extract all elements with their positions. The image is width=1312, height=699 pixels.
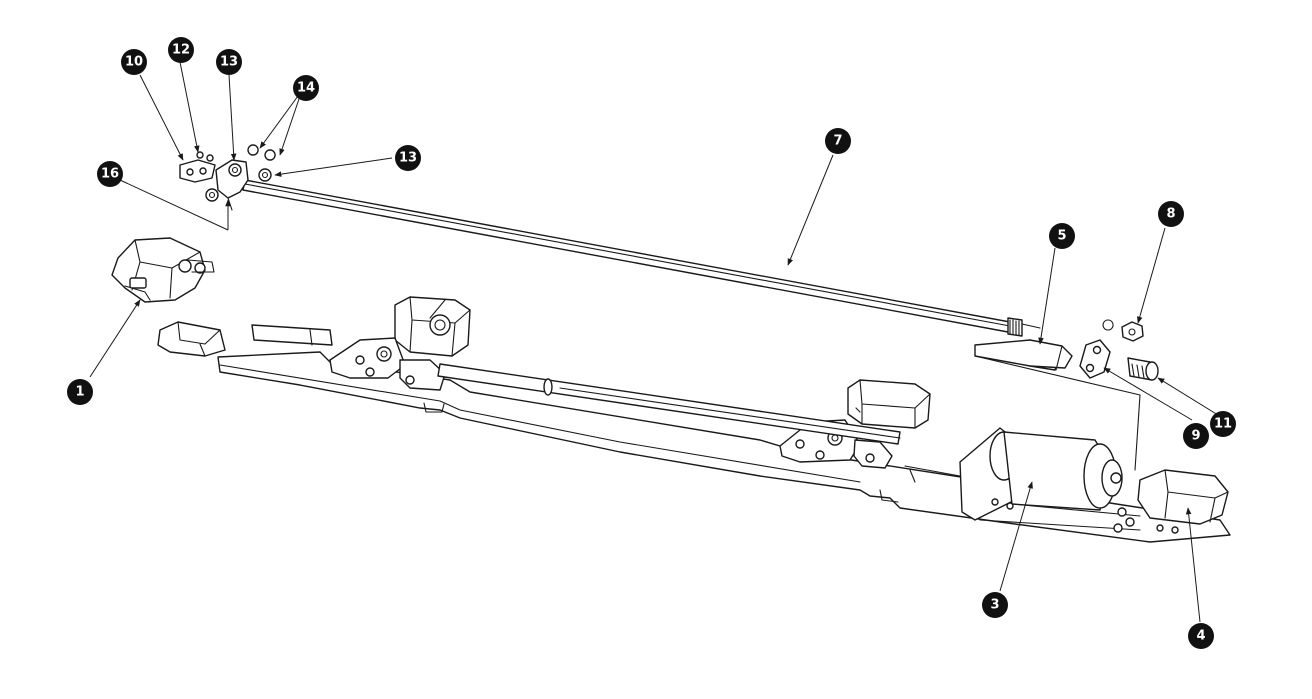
callout-4: 4 bbox=[1188, 623, 1214, 649]
callout-11-label: 11 bbox=[1214, 417, 1232, 432]
left-end-cap-assembly bbox=[111, 237, 215, 303]
lead-screw-rod bbox=[242, 179, 1041, 337]
left-small-bracket bbox=[157, 321, 226, 357]
callout-13-top-label: 13 bbox=[220, 55, 238, 70]
callout-11: 11 bbox=[1210, 411, 1236, 437]
callout-8-label: 8 bbox=[1166, 207, 1175, 222]
callout-16-label: 16 bbox=[101, 167, 119, 182]
motor-assembly bbox=[904, 427, 1141, 531]
callout-4-label: 4 bbox=[1196, 629, 1205, 644]
shoulder-screw bbox=[1127, 357, 1159, 381]
callout-5-label: 5 bbox=[1057, 229, 1066, 244]
upper-rail-strip bbox=[251, 324, 333, 346]
callout-3-label: 3 bbox=[990, 598, 999, 613]
callout-16: 16 bbox=[97, 161, 123, 187]
callout-10-label: 10 bbox=[125, 55, 143, 70]
callout-14: 14 bbox=[293, 75, 319, 101]
leader-lines bbox=[89, 61, 1219, 623]
front-carriage-block bbox=[329, 296, 471, 391]
right-end-bracket bbox=[1113, 469, 1229, 534]
callout-3: 3 bbox=[982, 592, 1008, 618]
callout-13-top: 13 bbox=[216, 49, 242, 75]
guide-tube bbox=[437, 363, 901, 445]
rear-carriage-block bbox=[779, 379, 931, 469]
callout-7-label: 7 bbox=[833, 134, 842, 149]
callout-5: 5 bbox=[1049, 223, 1075, 249]
callout-8: 8 bbox=[1158, 201, 1184, 227]
callout-7: 7 bbox=[825, 128, 851, 154]
link-bracket bbox=[1079, 339, 1111, 379]
cable-sleeve bbox=[974, 339, 1141, 471]
callout-1: 1 bbox=[67, 379, 93, 405]
small-fittings-group bbox=[179, 144, 276, 211]
callout-10: 10 bbox=[121, 49, 147, 75]
callout-9: 9 bbox=[1183, 423, 1209, 449]
callout-1-label: 1 bbox=[75, 385, 84, 400]
callout-14-label: 14 bbox=[297, 81, 315, 96]
hex-nut bbox=[1102, 319, 1144, 342]
callout-12: 12 bbox=[168, 37, 194, 63]
callout-9-label: 9 bbox=[1191, 429, 1200, 444]
callout-13-right-label: 13 bbox=[399, 151, 417, 166]
callout-13-right: 13 bbox=[395, 145, 421, 171]
callout-12-label: 12 bbox=[172, 43, 190, 58]
